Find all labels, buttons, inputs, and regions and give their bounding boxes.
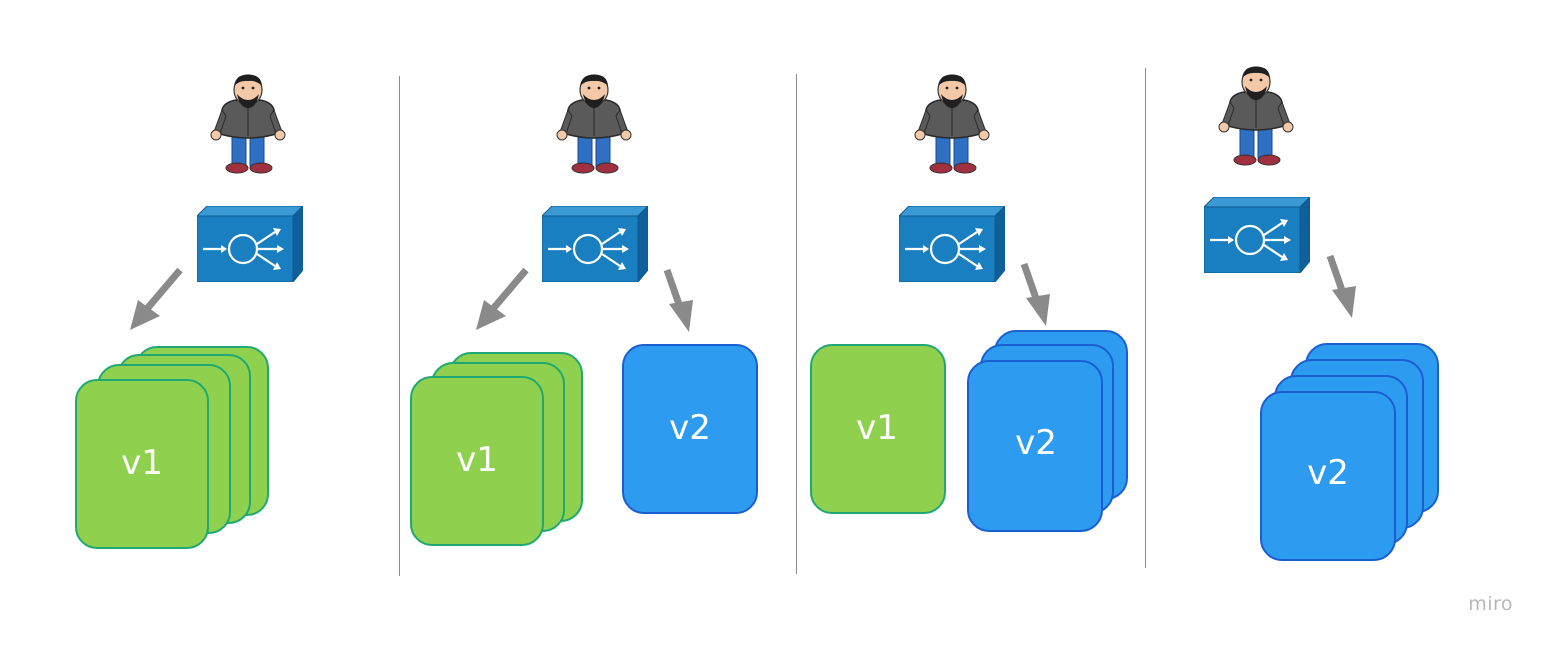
user-icon [1216, 64, 1296, 169]
arrow-icon [663, 268, 693, 332]
arrow-icon [1020, 262, 1050, 326]
panel-divider [399, 76, 400, 576]
load-balancer-icon [197, 206, 303, 282]
v1-instance-card [410, 376, 544, 546]
load-balancer-icon [899, 206, 1005, 282]
miro-watermark: miro [1468, 593, 1513, 615]
load-balancer-icon [542, 206, 648, 282]
arrow-icon [130, 267, 183, 330]
panel-divider [796, 74, 797, 574]
v1-label: v1 [121, 443, 163, 483]
v1-instance-card [810, 344, 946, 514]
user-icon [208, 72, 288, 177]
v2-label: v2 [669, 408, 711, 448]
arrow-icon [1326, 254, 1356, 318]
load-balancer-icon [1204, 197, 1310, 273]
v1-instance-card [75, 379, 209, 549]
v2-instance-card [1260, 391, 1396, 561]
user-icon [912, 72, 992, 177]
arrow-icon [476, 267, 529, 330]
v1-label: v1 [456, 440, 498, 480]
v2-instance-card [622, 344, 758, 514]
v2-instance-card [967, 360, 1103, 532]
panel-divider [1145, 68, 1146, 568]
v1-label: v1 [856, 408, 898, 448]
user-icon [554, 72, 634, 177]
v2-label: v2 [1307, 453, 1349, 493]
v2-label: v2 [1015, 423, 1057, 463]
